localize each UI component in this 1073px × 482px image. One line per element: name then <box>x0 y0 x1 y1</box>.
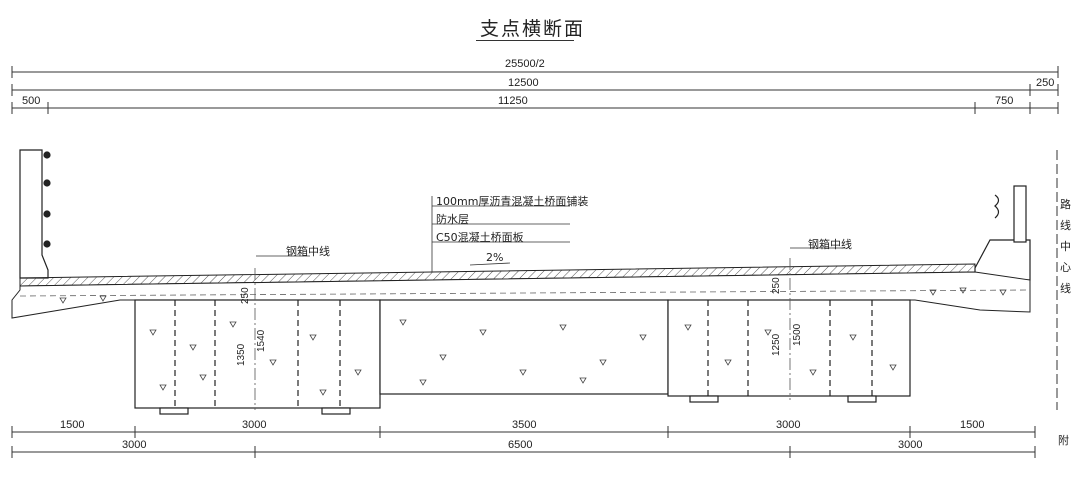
left-box-centerline-label: 钢箱中线 <box>286 245 330 258</box>
road-centerline-char-1: 路 <box>1060 198 1071 211</box>
left-slab-thickness: 250 <box>240 287 251 304</box>
layer-pavement-label: 100mm厚沥青混凝土桥面铺装 <box>436 195 589 208</box>
dim-right-edge: 750 <box>995 95 1014 107</box>
right-slab-thickness: 250 <box>771 277 782 294</box>
bottom-dimension-lines <box>11 426 1036 458</box>
road-centerline-char-2: 线 <box>1060 219 1071 232</box>
middle-concrete <box>379 299 669 395</box>
road-centerline-char-4: 心 <box>1060 261 1071 274</box>
dim-bottom-1b: 3000 <box>242 419 267 431</box>
dim-bottom-2c: 3000 <box>898 439 923 451</box>
right-box-centerline-label: 钢箱中线 <box>808 238 852 251</box>
dim-left-edge: 500 <box>22 95 41 107</box>
aggregate-markers <box>59 287 1007 396</box>
dim-bottom-1d: 3000 <box>776 419 801 431</box>
deck-slab <box>11 263 1031 319</box>
top-dimension-lines <box>11 66 1059 114</box>
left-barrier <box>19 149 51 279</box>
dim-bottom-1a: 1500 <box>60 419 85 431</box>
dim-roadway: 11250 <box>498 95 528 107</box>
road-centerline-char-3: 中 <box>1060 240 1071 253</box>
slope-label: 2% <box>486 251 504 264</box>
title-underline <box>476 40 574 41</box>
dim-right-small: 250 <box>1036 77 1055 89</box>
left-box-height-b: 1540 <box>256 329 267 352</box>
dim-bottom-2b: 6500 <box>508 439 533 451</box>
edge-note: 附 <box>1058 434 1069 447</box>
drawing-title: 支点横断面 <box>480 18 586 40</box>
dim-total: 25500/2 <box>505 58 545 70</box>
road-centerline-char-5: 线 <box>1060 282 1071 295</box>
dim-bottom-1c: 3500 <box>512 419 537 431</box>
left-steel-box <box>134 268 381 415</box>
right-barrier <box>974 185 1031 281</box>
layer-leader <box>256 196 845 272</box>
right-box-height-a: 1250 <box>771 333 782 356</box>
dim-bottom-1e: 1500 <box>960 419 985 431</box>
dim-bottom-2a: 3000 <box>122 439 147 451</box>
left-box-height-a: 1350 <box>236 343 247 366</box>
layer-slab-label: C50混凝土桥面板 <box>436 231 524 244</box>
right-box-height-b: 1500 <box>792 323 803 346</box>
right-steel-box <box>667 258 911 403</box>
layer-waterproof-label: 防水层 <box>436 213 469 226</box>
dim-main: 12500 <box>508 77 539 89</box>
